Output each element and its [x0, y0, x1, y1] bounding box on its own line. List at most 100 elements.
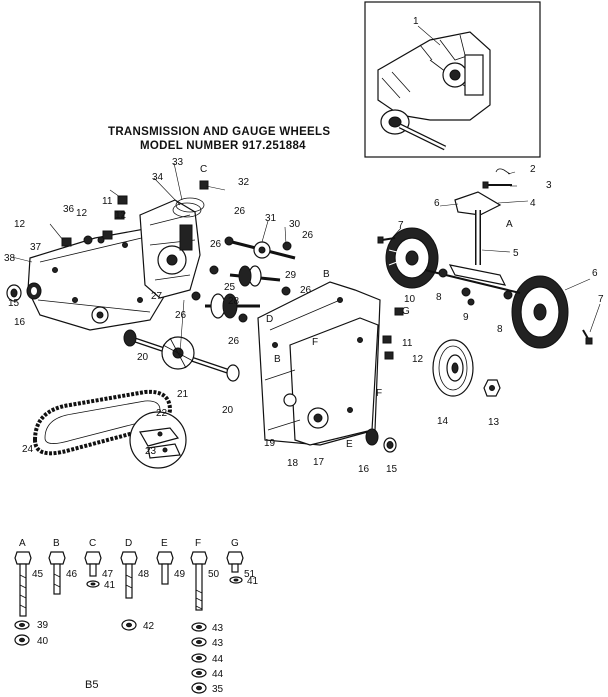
- part-callout: 33: [172, 157, 184, 168]
- part-callout: F: [376, 388, 382, 399]
- hardware-letter: C: [89, 538, 96, 549]
- part-callout: 31: [265, 213, 277, 224]
- hardware-letter: E: [161, 538, 168, 549]
- shaft-gears: [191, 236, 296, 323]
- part-callout: 7: [398, 220, 404, 231]
- part-callout: 22: [156, 408, 168, 419]
- part-callout: 1: [413, 16, 419, 27]
- right-bolts: [382, 307, 404, 360]
- part-callout: 21: [177, 389, 189, 400]
- part-callout: 14: [437, 416, 449, 427]
- diagram-title: TRANSMISSION AND GAUGE WHEELS: [108, 126, 331, 138]
- part-callout: 20: [222, 405, 234, 416]
- part-callout: 16: [14, 317, 26, 328]
- part-callout: 12: [115, 210, 127, 221]
- part-callout: 16: [358, 464, 370, 475]
- master-link-detail: [129, 411, 187, 469]
- part-callout: 15: [386, 464, 398, 475]
- part-callout: 15: [8, 298, 20, 309]
- part-callout: E: [346, 439, 353, 450]
- left-housing-cover: [27, 227, 166, 331]
- gauge-wheel-right: [511, 275, 569, 349]
- hardware-part-number: 50: [208, 569, 220, 580]
- washer-part-number: 42: [143, 621, 155, 632]
- cover-bolts: [61, 195, 128, 247]
- part-callout: 28: [228, 296, 240, 307]
- part-callout: 26: [175, 310, 187, 321]
- right-housing: [257, 281, 397, 453]
- part-callout: 6: [434, 198, 440, 209]
- part-callout: 38: [4, 253, 16, 264]
- washer-part-number: 44: [212, 669, 224, 680]
- seal-left: [6, 282, 42, 302]
- pins: [377, 168, 593, 345]
- gear-case: [139, 199, 201, 299]
- part-callout: 17: [313, 457, 325, 468]
- part-callout: 13: [488, 417, 500, 428]
- part-callout: 20: [137, 352, 149, 363]
- part-callout: 36: [63, 204, 75, 215]
- part-callout: 26: [234, 206, 246, 217]
- washer-part-number: 41: [247, 576, 259, 587]
- part-callout: 23: [145, 446, 157, 457]
- washer-part-number: 44: [212, 654, 224, 665]
- part-callout: 9: [463, 312, 469, 323]
- part-callout: 12: [412, 354, 424, 365]
- washer-part-number: 39: [37, 620, 49, 631]
- part-callout: A: [506, 219, 513, 230]
- part-callout: 3: [546, 180, 552, 191]
- page-code: B5: [85, 679, 98, 691]
- part-callout: 30: [289, 219, 301, 230]
- washer-part-number: 41: [104, 580, 116, 591]
- drive-chain: [32, 389, 173, 456]
- part-callout: 18: [287, 458, 299, 469]
- hardware-kit: [14, 551, 244, 694]
- part-callout: 12: [14, 219, 26, 230]
- part-callout: 26: [210, 239, 222, 250]
- hardware-letter: D: [125, 538, 132, 549]
- washer-part-number: 35: [212, 684, 224, 695]
- part-callout: 25: [224, 282, 236, 293]
- hardware-letter: F: [195, 538, 201, 549]
- sprocket-shaft: [123, 329, 240, 382]
- model-number: MODEL NUMBER 917.251884: [140, 140, 306, 152]
- part-callout: 8: [436, 292, 442, 303]
- part-callout: 11: [102, 196, 113, 207]
- hardware-letter: B: [53, 538, 60, 549]
- part-callout: 29: [285, 270, 297, 281]
- part-callout: C: [200, 164, 207, 175]
- hardware-part-number: 49: [174, 569, 186, 580]
- part-callout: 32: [238, 177, 250, 188]
- part-callout: 19: [264, 438, 276, 449]
- hardware-part-number: 45: [32, 569, 44, 580]
- part-callout: 4: [530, 198, 536, 209]
- hardware-letter: G: [231, 538, 239, 549]
- part-callout: 26: [302, 230, 314, 241]
- part-callout: 12: [76, 208, 88, 219]
- part-callout: 11: [402, 338, 413, 349]
- hardware-part-number: 46: [66, 569, 78, 580]
- wheel-bracket: [424, 191, 521, 306]
- part-callout: 27: [151, 291, 163, 302]
- part-callout: 24: [22, 444, 34, 455]
- hardware-letter: A: [19, 538, 26, 549]
- hardware-part-number: 51: [244, 569, 256, 580]
- part-callout: G: [402, 306, 410, 317]
- washer-part-number: 40: [37, 636, 49, 647]
- leader-lines: [11, 25, 601, 354]
- part-callout: 10: [404, 294, 416, 305]
- part-callout: 34: [152, 172, 164, 183]
- washer-part-number: 43: [212, 638, 224, 649]
- ring-parts: [172, 180, 209, 218]
- part-callout: D: [266, 314, 273, 325]
- part-callout: 37: [30, 242, 42, 253]
- part-callout: F: [312, 337, 318, 348]
- assembly-inset: [364, 1, 541, 158]
- part-callout: 5: [513, 248, 519, 259]
- part-callout: B: [323, 269, 330, 280]
- hardware-part-number: 48: [138, 569, 150, 580]
- part-callout: 2: [530, 164, 536, 175]
